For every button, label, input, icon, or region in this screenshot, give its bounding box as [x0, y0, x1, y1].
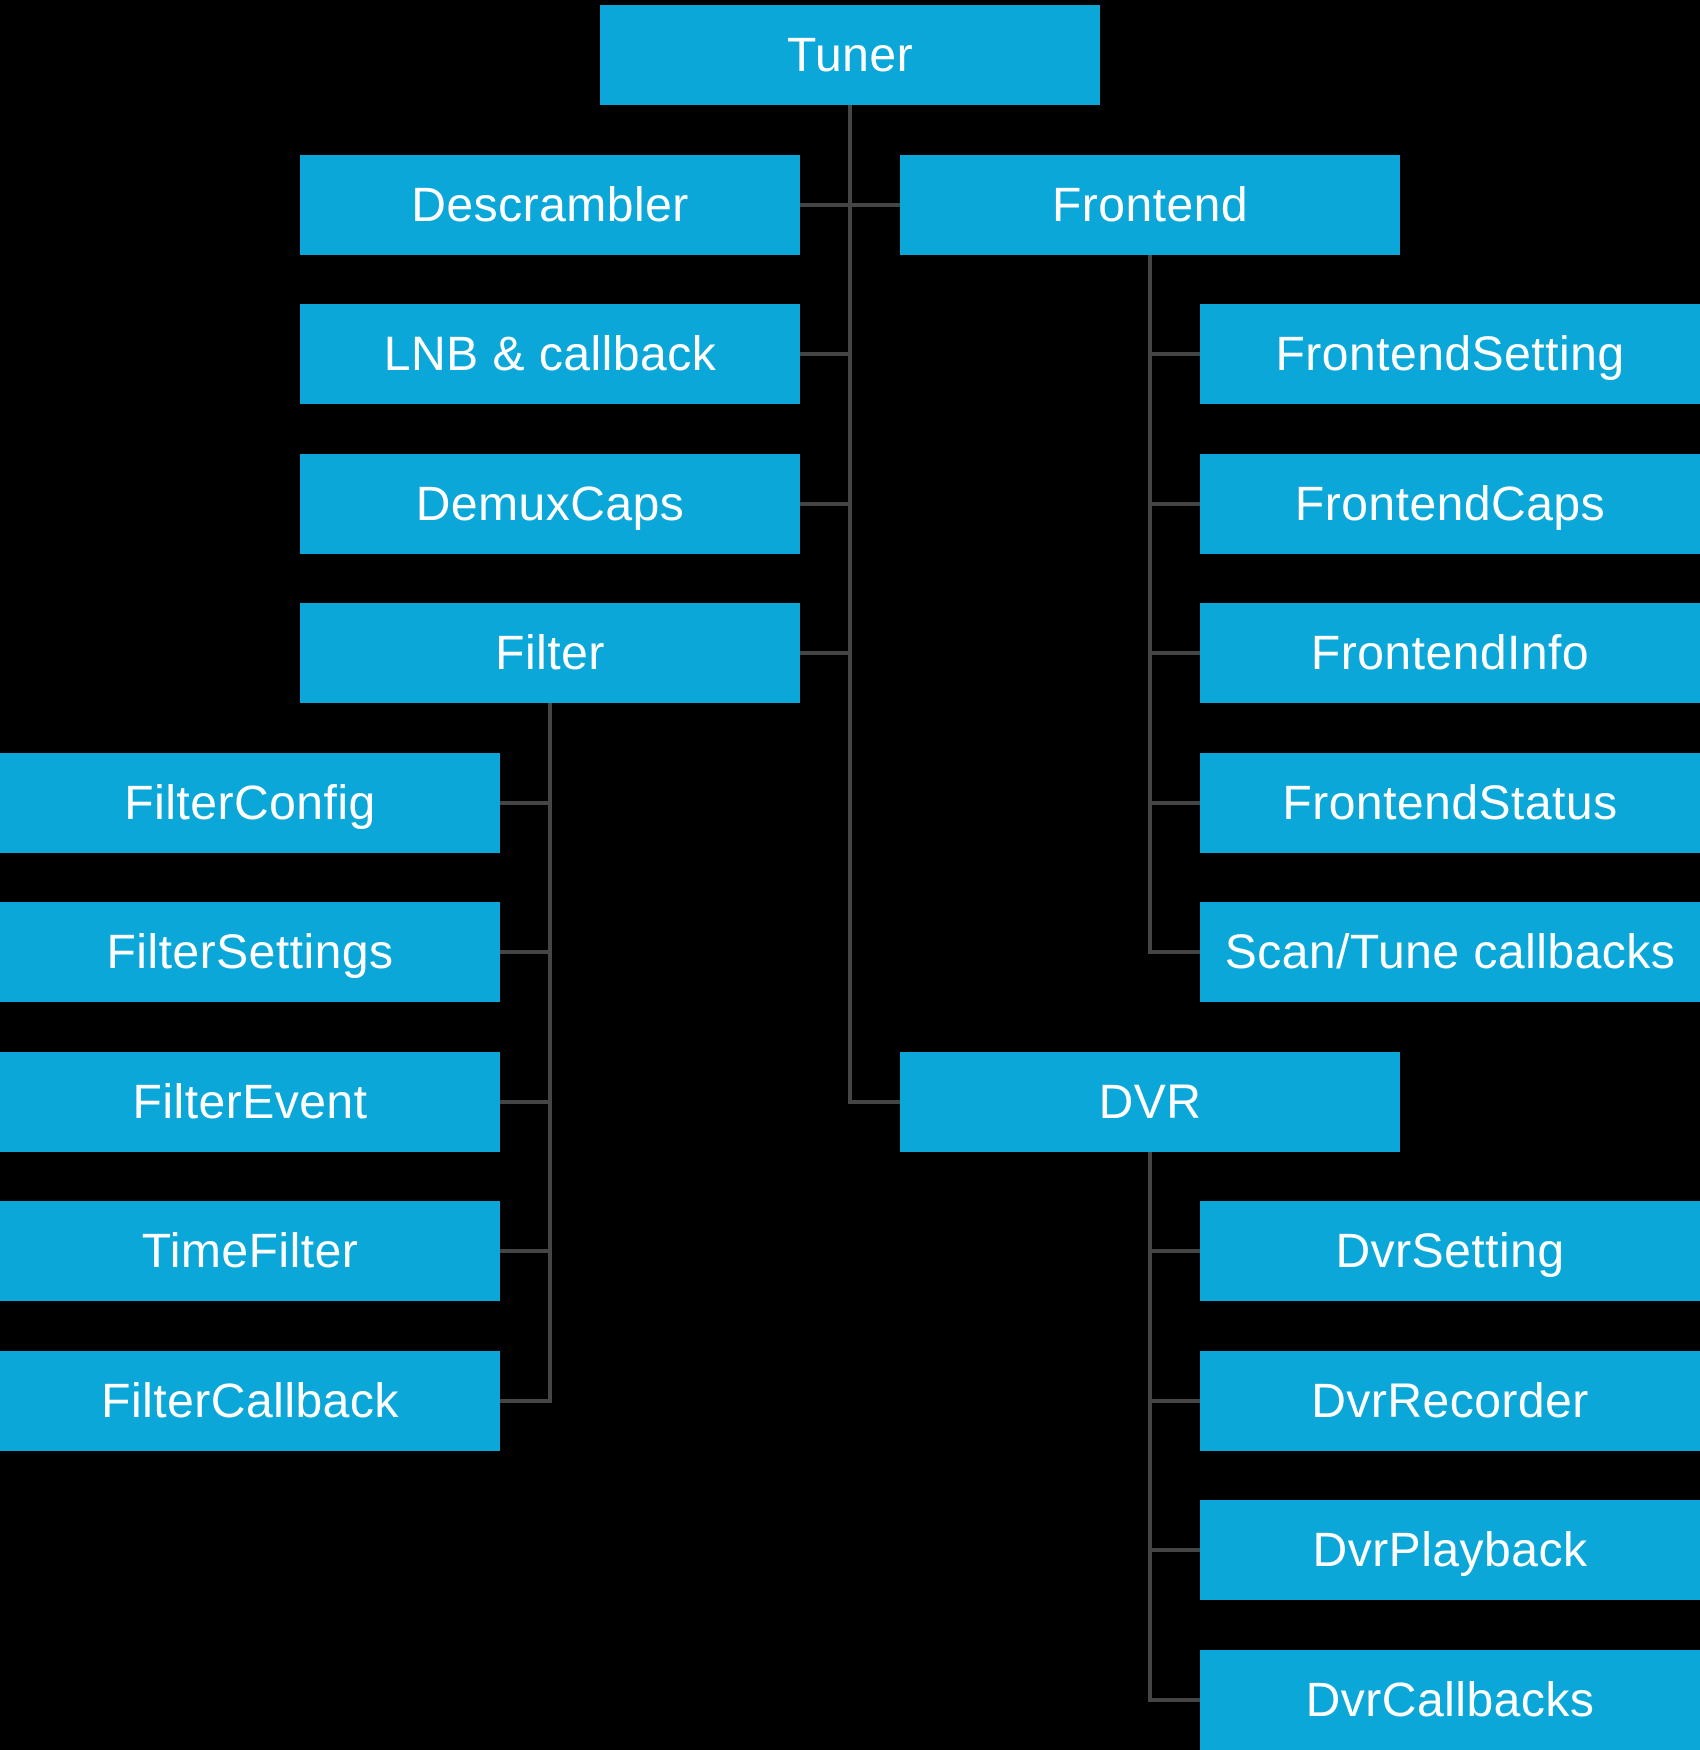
node-timefilter: TimeFilter: [0, 1201, 500, 1301]
connector-dvrplayback: [1150, 1548, 1200, 1552]
connector-dvrcallbacks: [1150, 1698, 1200, 1702]
connector-demuxcaps: [800, 502, 850, 506]
connector-frontend-trunk: [1148, 255, 1152, 954]
connector-filter: [800, 651, 850, 655]
connector-frontendstatus: [1150, 801, 1200, 805]
connector-frontendcaps: [1150, 502, 1200, 506]
connector-timefilter: [500, 1249, 550, 1253]
node-filter: Filter: [300, 603, 800, 703]
node-frontendsetting: FrontendSetting: [1200, 304, 1700, 404]
node-tuner: Tuner: [600, 5, 1100, 105]
node-filterevent: FilterEvent: [0, 1052, 500, 1152]
node-filtercallback: FilterCallback: [0, 1351, 500, 1451]
connector-frontendinfo: [1150, 651, 1200, 655]
node-frontendinfo: FrontendInfo: [1200, 603, 1700, 703]
node-descrambler: Descrambler: [300, 155, 800, 255]
node-frontendcaps: FrontendCaps: [1200, 454, 1700, 554]
node-dvr: DVR: [900, 1052, 1400, 1152]
connector-filtersettings: [500, 950, 550, 954]
node-filterconfig: FilterConfig: [0, 753, 500, 853]
connector-filtercallback: [500, 1399, 550, 1403]
connector-frontendsetting: [1150, 352, 1200, 356]
connector-dvrrecorder: [1150, 1399, 1200, 1403]
connector-filter-trunk: [548, 703, 552, 1403]
connector-dvr: [850, 1100, 900, 1104]
node-dvrplayback: DvrPlayback: [1200, 1500, 1700, 1600]
connector-tuner-trunk: [848, 105, 852, 1104]
node-dvrrecorder: DvrRecorder: [1200, 1351, 1700, 1451]
connector-dvrsetting: [1150, 1249, 1200, 1253]
connector-dvr-trunk: [1148, 1152, 1152, 1702]
node-dvrsetting: DvrSetting: [1200, 1201, 1700, 1301]
connector-descrambler-frontend: [800, 203, 900, 207]
connector-filterconfig: [500, 801, 550, 805]
connector-lnb: [800, 352, 850, 356]
node-dvrcallbacks: DvrCallbacks: [1200, 1650, 1700, 1750]
node-filtersettings: FilterSettings: [0, 902, 500, 1002]
connector-scantune: [1150, 950, 1200, 954]
connector-filterevent: [500, 1100, 550, 1104]
node-frontendstatus: FrontendStatus: [1200, 753, 1700, 853]
node-scantune-callbacks: Scan/Tune callbacks: [1200, 902, 1700, 1002]
node-demuxcaps: DemuxCaps: [300, 454, 800, 554]
node-frontend: Frontend: [900, 155, 1400, 255]
node-lnb-callback: LNB & callback: [300, 304, 800, 404]
